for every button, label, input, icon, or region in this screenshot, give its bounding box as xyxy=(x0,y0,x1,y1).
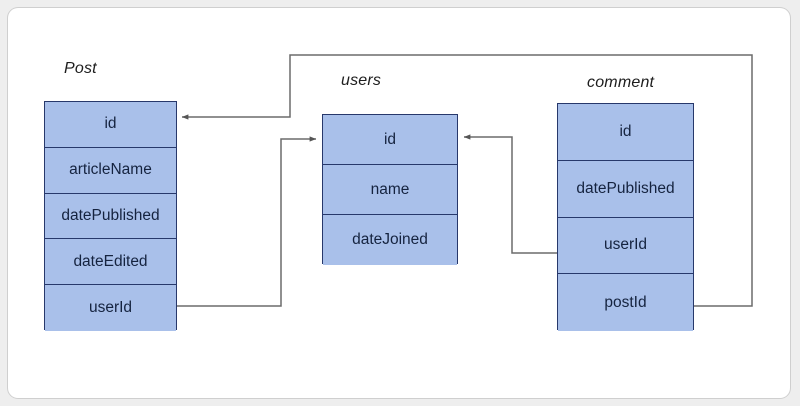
attribute-post-articlename[interactable]: articleName xyxy=(45,147,176,194)
attribute-comment-postid[interactable]: postId xyxy=(558,274,693,331)
entity-title-post: Post xyxy=(64,60,97,77)
attribute-comment-datepublished[interactable]: datePublished xyxy=(558,160,693,218)
entity-comment[interactable]: id datePublished userId postId xyxy=(557,103,694,331)
attribute-comment-id[interactable]: id xyxy=(558,104,693,161)
entity-post[interactable]: id articleName datePublished dateEdited … xyxy=(44,101,177,331)
attribute-post-datepublished[interactable]: datePublished xyxy=(45,193,176,240)
attribute-users-name[interactable]: name xyxy=(323,165,457,215)
attribute-post-userid[interactable]: userId xyxy=(45,285,176,331)
entity-users[interactable]: id name dateJoined xyxy=(322,114,458,265)
attribute-post-id[interactable]: id xyxy=(45,102,176,148)
attribute-post-dateedited[interactable]: dateEdited xyxy=(45,239,176,286)
attribute-users-id[interactable]: id xyxy=(323,115,457,165)
attribute-users-datejoined[interactable]: dateJoined xyxy=(323,215,457,265)
entity-title-comment: comment xyxy=(587,74,655,91)
entity-title-users: users xyxy=(341,72,382,89)
attribute-comment-userid[interactable]: userId xyxy=(558,217,693,275)
